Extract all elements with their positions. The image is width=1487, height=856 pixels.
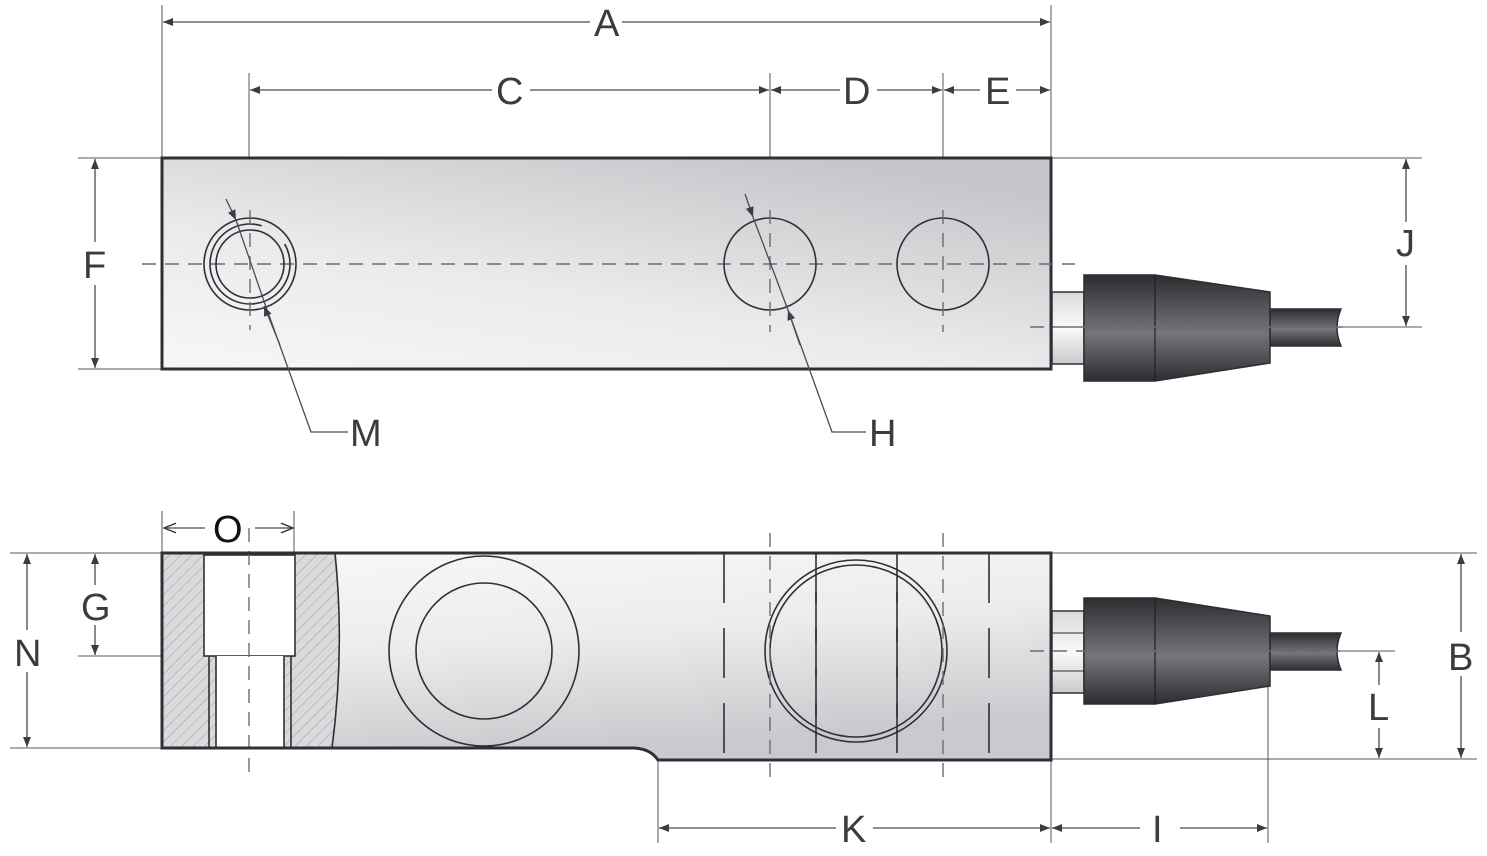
leader-m-arrow [225,198,237,221]
threaded-hole-inner [215,229,285,299]
cable-nut-side [1051,610,1085,694]
dimension-k: K [659,809,1050,851]
label-c: C [496,71,523,113]
label-o: O [213,509,243,551]
leader-m-arrow [263,305,281,346]
leader-h-line [752,216,789,311]
label-l: L [1368,687,1389,729]
leader-m [265,306,348,433]
label-a: A [594,3,620,45]
dimension-e: E [944,71,1050,113]
load-disc-ring [764,559,948,743]
top-view: M H [78,5,1422,455]
label-b: B [1448,637,1473,679]
label-e: E [985,71,1010,113]
label-k: K [841,809,866,851]
cable-nut-top [1051,291,1085,365]
label-g: G [81,587,111,629]
dimension-a: A [163,3,1050,45]
gauge-pocket-inner [415,582,553,720]
dimension-f: F [83,159,106,368]
dimension-i: I [1052,809,1267,851]
dimension-l: L [1368,652,1389,758]
label-d: D [843,71,870,113]
dimension-c: C [250,71,769,113]
dimension-d: D [771,71,942,113]
side-view [10,511,1477,843]
leader-h-arrow [744,193,754,218]
dimension-o: O [164,509,293,551]
gauge-pocket-outer [388,555,580,747]
dimension-b: B [1448,554,1473,758]
dimension-j: J [1396,159,1415,326]
label-n: N [14,633,41,675]
thread-bore [216,656,284,747]
label-i: I [1152,809,1163,851]
dimension-n: N [14,554,41,747]
cable-top [1269,308,1343,347]
cable-side [1269,632,1343,671]
label-j: J [1396,223,1415,265]
label-m: M [350,413,382,455]
leader-m-line [235,219,267,308]
label-f: F [83,245,106,287]
beam-body-side [160,551,1053,762]
leader-h [787,309,866,433]
dimension-g: G [81,554,111,655]
label-h: H [869,413,896,455]
break-line [331,552,341,749]
cable-gland-top [1083,274,1271,382]
